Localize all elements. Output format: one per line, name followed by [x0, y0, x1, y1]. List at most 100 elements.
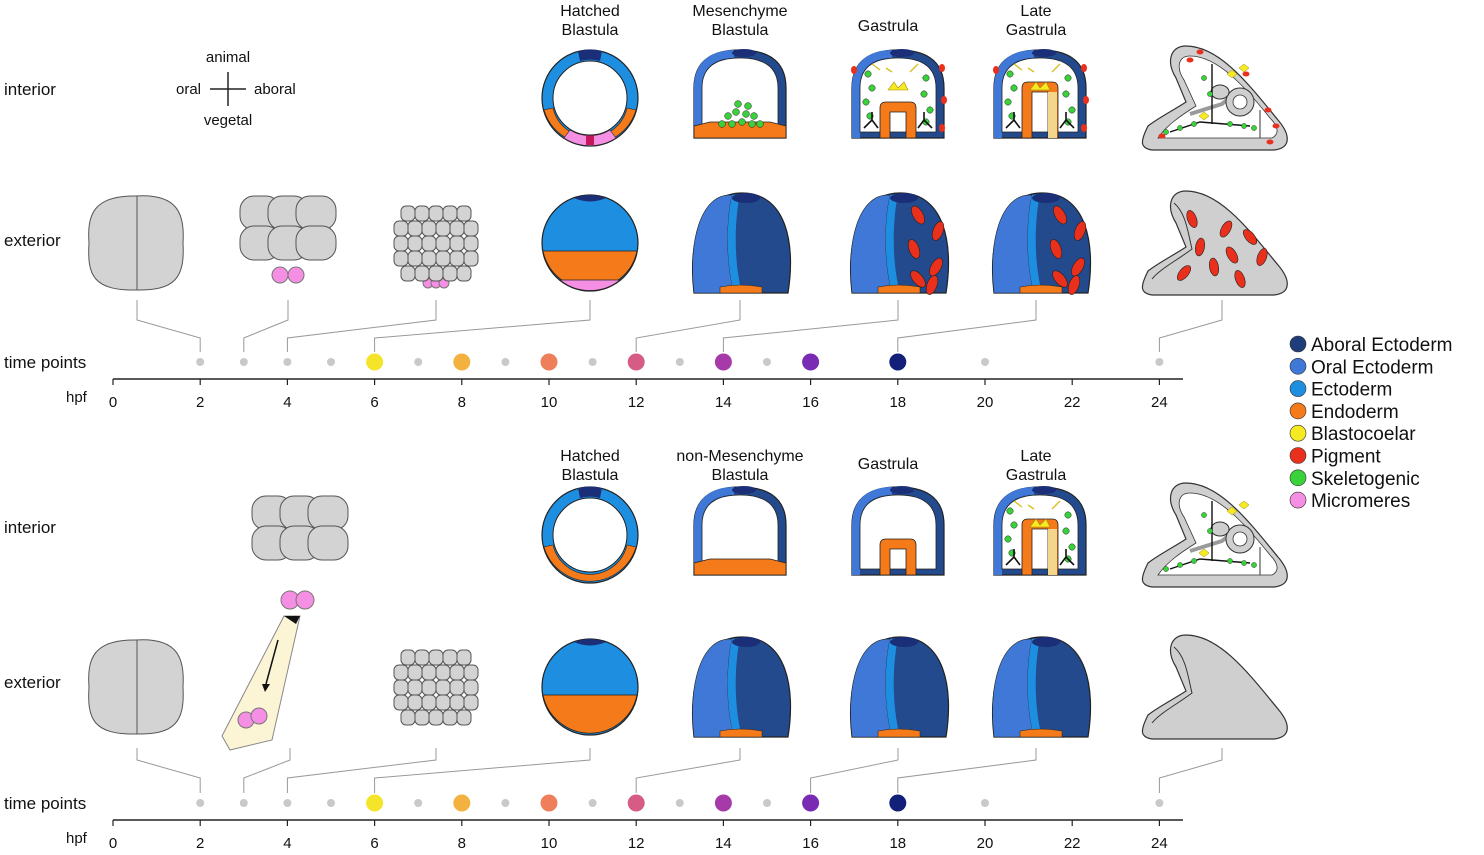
axis-tick-label: 0: [109, 835, 117, 852]
stage-title: Gastrula: [858, 456, 919, 473]
time-point-marker: [540, 353, 558, 371]
time-point-marker: [540, 794, 558, 812]
axis-tick-label: 4: [283, 394, 291, 411]
time-point-marker: [802, 794, 820, 812]
axis-tick-label: 2: [196, 394, 204, 411]
axis-tick-label: 0: [109, 394, 117, 411]
stage-title: Blastula: [562, 22, 619, 39]
oral-label: oral: [176, 81, 201, 98]
orientation-cross: animal vegetal oral aboral: [176, 49, 296, 129]
time-point-marker: [414, 358, 423, 366]
axis-tick-label: 22: [1064, 835, 1081, 852]
legend-swatch: [1289, 402, 1307, 420]
time-point-marker: [802, 353, 820, 371]
time-point-marker: [283, 799, 292, 807]
stage-title: non-Mesenchyme: [676, 448, 803, 465]
axis-tick-label: 10: [541, 835, 558, 852]
time-point-marker: [501, 799, 510, 807]
stage-title: Gastrula: [1006, 467, 1067, 484]
legend-label: Oral Ectoderm: [1311, 357, 1433, 378]
stage-title: Blastula: [712, 467, 769, 484]
vegetal-label: vegetal: [204, 112, 252, 129]
row-label-time-points: time points: [4, 794, 86, 813]
axis-tick-label: 16: [802, 835, 819, 852]
aboral-label: aboral: [254, 81, 296, 98]
stage-title: Gastrula: [1006, 22, 1067, 39]
axis-tick-label: 10: [541, 394, 558, 411]
legend-label: Micromeres: [1311, 491, 1410, 512]
legend-label: Ectoderm: [1311, 380, 1392, 401]
stage-title: Late: [1020, 3, 1051, 20]
time-point-marker: [366, 794, 384, 812]
row-label-time-points: time points: [4, 353, 86, 372]
stage-title: Blastula: [712, 22, 769, 39]
embryo-illustrations: [88, 482, 1288, 751]
axis-tick-label: 14: [715, 394, 732, 411]
axis-label-hpf: hpf: [66, 830, 88, 847]
time-point-marker: [1155, 799, 1164, 807]
time-point-marker: [239, 358, 248, 366]
legend-label: Endoderm: [1311, 402, 1399, 423]
axis-tick-label: 20: [977, 394, 994, 411]
time-point-marker: [327, 358, 335, 366]
axis-tick-label: 24: [1151, 835, 1168, 852]
time-point-marker: [675, 799, 684, 807]
axis-tick-label: 12: [628, 835, 645, 852]
legend-label: Skeletogenic: [1311, 469, 1420, 490]
time-point-marker: [763, 358, 771, 366]
time-point-marker: [763, 799, 771, 807]
axis-tick-label: 14: [715, 835, 732, 852]
stage-title: Blastula: [562, 467, 619, 484]
time-point-marker: [1155, 358, 1164, 366]
time-point-marker: [714, 794, 732, 812]
row-label-exterior: exterior: [4, 231, 61, 250]
legend-swatch: [1289, 335, 1307, 353]
axis-tick-label: 22: [1064, 394, 1081, 411]
time-point-marker: [588, 799, 597, 807]
connector-lines: [136, 748, 1223, 793]
axis-tick-label: 4: [283, 835, 291, 852]
axis-tick-label: 20: [977, 835, 994, 852]
axis-tick-label: 18: [889, 835, 906, 852]
embryo-illustrations: [88, 45, 1288, 296]
stage-title: Gastrula: [858, 18, 919, 35]
time-point-marker: [627, 353, 645, 371]
legend-swatch: [1289, 447, 1307, 464]
axis-tick-label: 6: [370, 835, 378, 852]
axis-tick-label: 16: [802, 394, 819, 411]
time-point-marker: [453, 353, 471, 371]
axis-tick-label: 24: [1151, 394, 1168, 411]
row-label-interior: interior: [4, 80, 56, 99]
time-point-marker: [889, 353, 907, 371]
axis-tick-label: 6: [370, 394, 378, 411]
time-point-marker: [283, 358, 292, 366]
stage-title: Hatched: [560, 3, 620, 20]
time-point-marker: [627, 794, 645, 812]
time-point-marker: [588, 358, 597, 366]
axis-tick-label: 2: [196, 835, 204, 852]
time-point-marker: [453, 794, 471, 812]
legend-label: Pigment: [1311, 447, 1381, 468]
time-point-marker: [196, 799, 205, 807]
time-point-marker: [714, 353, 732, 371]
time-point-marker: [414, 799, 423, 807]
time-point-marker: [889, 794, 907, 812]
time-point-marker: [327, 799, 335, 807]
time-point-marker: [196, 358, 205, 366]
connector-lines: [136, 300, 1223, 352]
time-point-marker: [501, 358, 510, 366]
legend-swatch: [1289, 357, 1307, 375]
legend-label: Blastocoelar: [1311, 424, 1416, 445]
axis-tick-label: 8: [458, 835, 466, 852]
time-point-marker: [675, 358, 684, 366]
legend-swatch: [1289, 469, 1307, 487]
axis-tick-label: 8: [458, 394, 466, 411]
axis-tick-label: 12: [628, 394, 645, 411]
time-point-marker: [239, 799, 248, 807]
legend-swatch: [1289, 380, 1307, 397]
legend-swatch: [1289, 424, 1307, 442]
axis-tick-label: 18: [889, 394, 906, 411]
